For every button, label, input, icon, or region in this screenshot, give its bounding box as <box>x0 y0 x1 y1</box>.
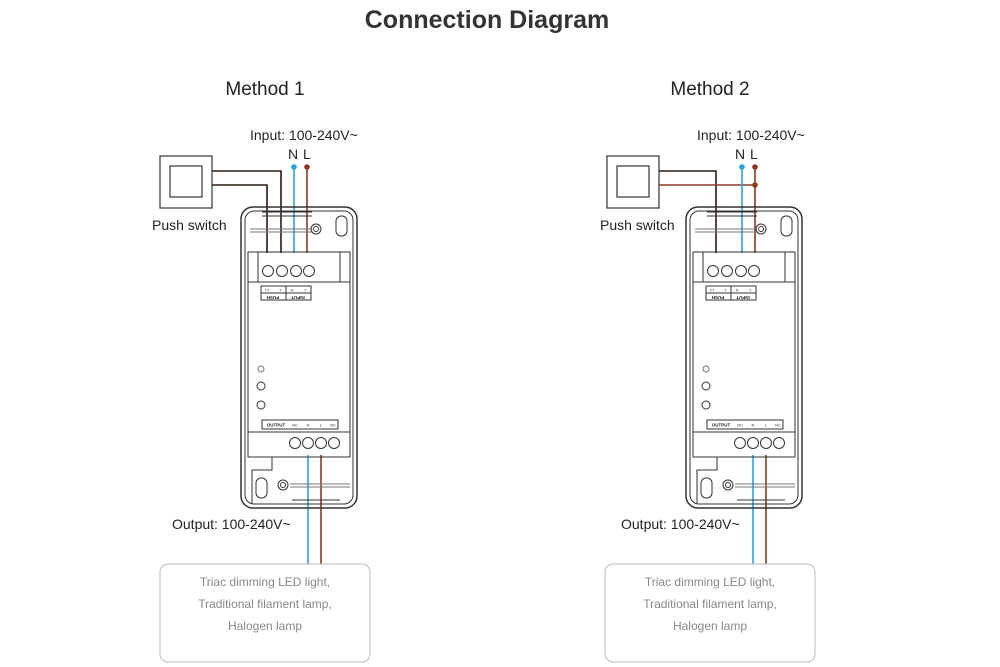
svg-text:N: N <box>307 423 310 428</box>
svg-text:L1: L1 <box>709 288 714 293</box>
svg-text:L1: L1 <box>264 288 269 293</box>
svg-text:N: N <box>752 423 755 428</box>
svg-text:Traditional filament lamp,: Traditional filament lamp, <box>198 597 332 611</box>
svg-text:N: N <box>735 288 738 293</box>
output-terminal-labels: OUTPUT NC N L NC <box>267 423 336 428</box>
switch-wires <box>212 170 282 253</box>
svg-text:L: L <box>278 288 281 293</box>
output-label: Output: 100-240V~ <box>621 516 740 532</box>
push-switch-icon <box>159 155 213 209</box>
svg-text:OUTPUT: OUTPUT <box>267 423 286 428</box>
diagram-title: Connection Diagram <box>365 6 609 34</box>
output-wires <box>307 455 322 564</box>
lamp-box: Triac dimming LED light, Traditional fil… <box>604 563 816 663</box>
output-wires <box>752 455 767 564</box>
dimmer-device <box>685 206 803 509</box>
svg-text:INPUT: INPUT <box>736 295 750 300</box>
n-label: N <box>288 146 298 162</box>
n-label: N <box>735 146 745 162</box>
svg-text:NC: NC <box>330 423 336 428</box>
method-title: Method 2 <box>670 79 749 100</box>
method-2: Method 2 Input: 100-240V~ N L Push switc… <box>600 79 816 663</box>
input-wires <box>291 164 310 253</box>
svg-text:INPUT: INPUT <box>291 295 305 300</box>
svg-text:PUSH: PUSH <box>712 295 725 300</box>
svg-text:NC: NC <box>737 423 743 428</box>
input-label: Input: 100-240V~ <box>250 127 358 143</box>
svg-text:L: L <box>765 423 768 428</box>
svg-text:Halogen lamp: Halogen lamp <box>673 619 747 633</box>
switch-label: Push switch <box>600 217 675 233</box>
dimmer-device <box>240 206 358 509</box>
svg-text:PUSH: PUSH <box>267 295 280 300</box>
svg-text:OUTPUT: OUTPUT <box>712 423 731 428</box>
svg-text:Triac dimming LED light,: Triac dimming LED light, <box>200 575 330 589</box>
svg-text:L: L <box>748 288 751 293</box>
input-wires <box>739 164 758 253</box>
output-label: Output: 100-240V~ <box>172 516 291 532</box>
svg-text:Traditional filament lamp,: Traditional filament lamp, <box>643 597 777 611</box>
push-switch-icon <box>606 155 660 209</box>
svg-text:NC: NC <box>292 423 298 428</box>
l-label: L <box>303 146 311 162</box>
switch-label: Push switch <box>152 217 227 233</box>
lamp-box: Triac dimming LED light, Traditional fil… <box>159 563 371 663</box>
method-title: Method 1 <box>225 79 304 100</box>
l-label: L <box>750 146 758 162</box>
svg-text:L: L <box>320 423 323 428</box>
svg-text:N: N <box>290 288 293 293</box>
svg-text:L: L <box>303 288 306 293</box>
method-1: Method 1 Input: 100-240V~ N L Push switc… <box>152 79 371 663</box>
svg-text:L: L <box>723 288 726 293</box>
svg-text:NC: NC <box>775 423 781 428</box>
svg-text:Triac dimming LED light,: Triac dimming LED light, <box>645 575 775 589</box>
input-terminal-labels: L1 L N L PUSH INPUT <box>264 288 306 300</box>
input-terminal-labels: L1 L N L PUSH INPUT <box>709 288 751 300</box>
svg-text:Halogen lamp: Halogen lamp <box>228 619 302 633</box>
input-label: Input: 100-240V~ <box>697 127 805 143</box>
output-terminal-labels: OUTPUT NC N L NC <box>712 423 781 428</box>
